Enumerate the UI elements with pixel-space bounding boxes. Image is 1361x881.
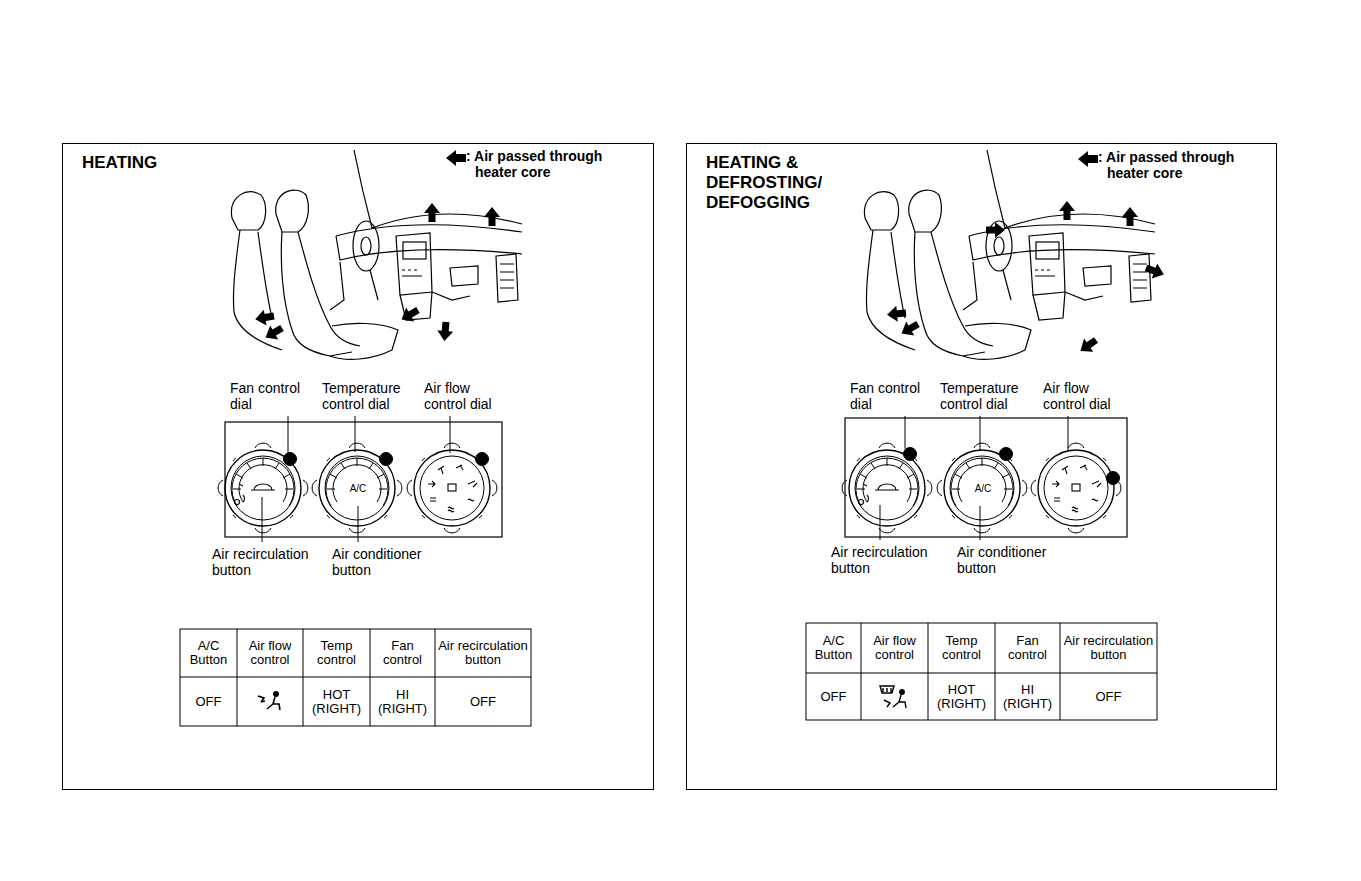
callout-label: Temperature control dial	[940, 380, 1036, 412]
table-cell: Air recirculation button	[1060, 623, 1157, 673]
flow-arrow	[262, 321, 286, 344]
flow-arrow	[484, 207, 500, 226]
table-cell: OFF	[435, 677, 531, 726]
mode-panel: HEATING & DEFROSTING/ DEFOGGING A/C	[686, 143, 1277, 790]
flow-arrow	[886, 305, 906, 323]
table-cell: Fan control	[370, 629, 435, 677]
table-cell: OFF	[180, 677, 237, 726]
table-cell: OFF	[806, 673, 861, 720]
callout-label: Air conditioner button	[332, 546, 442, 578]
settings-table	[180, 623, 1157, 726]
legend-arrow	[446, 149, 466, 167]
table-cell: Air flow control	[237, 629, 303, 677]
table-cell: Temp control	[303, 629, 370, 677]
flow-arrow	[1143, 260, 1166, 282]
table-cell: HOT (RIGHT)	[303, 677, 370, 726]
control-panel	[218, 422, 502, 537]
flow-arrow	[436, 321, 454, 341]
callout-label: Air flow control dial	[1043, 380, 1131, 412]
callout-label: Fan control dial	[850, 380, 934, 412]
defrost-foot-symbol	[880, 686, 906, 708]
callout-label: Air recirculation button	[831, 544, 949, 576]
ac-label-area: A/C	[348, 482, 369, 496]
table-cell: HI (RIGHT)	[370, 677, 435, 726]
callout-label: Fan control dial	[230, 380, 314, 412]
callout-label: Temperature control dial	[322, 380, 418, 412]
flow-arrow	[898, 317, 922, 340]
table-cell: A/C Button	[180, 629, 237, 677]
mode-panel: HEATING A/C	[62, 143, 654, 790]
table-cell: HOT (RIGHT)	[928, 673, 995, 720]
legend-text: : Air passed through heater core	[466, 148, 640, 180]
legend-arrow-shape	[446, 150, 466, 166]
car-interior	[231, 150, 522, 359]
flow-arrow	[1122, 207, 1138, 226]
table-cell: Air flow control	[861, 623, 928, 673]
flow-arrow	[986, 222, 1005, 238]
table-cell: Air recirculation button	[435, 629, 531, 677]
table-cell: Temp control	[928, 623, 995, 673]
callout-label: Air flow control dial	[424, 380, 512, 412]
airflow-symbol	[258, 692, 280, 710]
table-cell: OFF	[1060, 673, 1157, 720]
table-cell: HI (RIGHT)	[995, 673, 1060, 720]
legend-arrow	[1078, 150, 1098, 168]
button-text: A/C	[975, 483, 992, 495]
callout-label: Air conditioner button	[957, 544, 1067, 576]
legend-arrow-shape	[1078, 151, 1098, 167]
control-panel	[842, 418, 1127, 537]
table-cell: Fan control	[995, 623, 1060, 673]
button-text: A/C	[350, 483, 367, 495]
panel-title: HEATING & DEFROSTING/ DEFOGGING	[706, 153, 846, 213]
flow-arrow	[424, 203, 440, 222]
car-interior	[864, 150, 1155, 359]
flow-arrow	[398, 303, 422, 326]
flow-arrow	[254, 308, 275, 327]
table-cell: A/C Button	[806, 623, 861, 673]
ac-label-area: A/C	[973, 482, 994, 496]
legend-text: : Air passed through heater core	[1098, 149, 1272, 181]
leader-lines	[262, 416, 1068, 542]
callout-label: Air recirculation button	[212, 546, 330, 578]
flow-arrow	[1059, 201, 1075, 220]
flow-arrow	[1076, 333, 1101, 357]
panel-title: HEATING	[82, 153, 382, 173]
airflow-arrows	[254, 201, 1167, 357]
